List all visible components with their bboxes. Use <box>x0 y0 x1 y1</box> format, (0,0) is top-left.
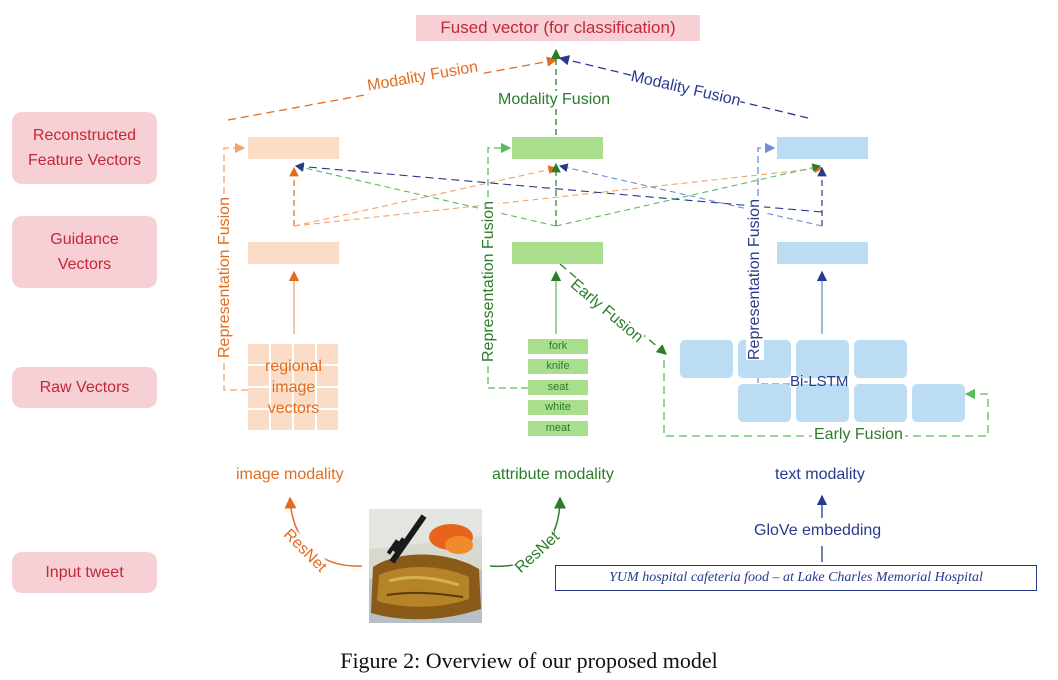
fused-vector-box: Fused vector (for classification) <box>416 15 700 41</box>
row-label-reconstructed-line2: Feature Vectors <box>28 152 141 169</box>
guidance-attr-to-text <box>555 163 822 227</box>
grid-cell <box>294 410 315 430</box>
bilstm-cell <box>796 384 849 422</box>
row-label-raw: Raw Vectors <box>12 367 157 408</box>
regional-image-vectors-label: regional image vectors <box>248 356 339 419</box>
representation-fusion-label-attribute: Representation Fusion <box>480 201 498 362</box>
bilstm-cell <box>912 384 965 422</box>
early-fusion-label-bottom: Early Fusion <box>812 426 905 444</box>
row-label-input-text: Input tweet <box>45 564 124 581</box>
row-label-reconstructed: Reconstructed Feature Vectors <box>12 112 157 184</box>
bilstm-label: Bi-LSTM <box>790 373 849 390</box>
grid-cell <box>248 410 269 430</box>
input-food-photo <box>369 509 482 623</box>
attribute-word-white: white <box>528 400 588 415</box>
attribute-modality-label: attribute modality <box>492 466 614 483</box>
bilstm-cell <box>854 384 907 422</box>
guidance-attr-to-image <box>294 163 557 227</box>
grid-cell <box>317 366 338 386</box>
reconstructed-vector-image <box>248 137 339 159</box>
grid-cell <box>271 344 292 364</box>
guidance-image-to-text <box>293 164 824 227</box>
grid-cell <box>248 344 269 364</box>
modality-fusion-arrow-text <box>558 55 809 119</box>
modality-fusion-label-attribute: Modality Fusion <box>498 91 611 109</box>
attribute-word-fork: fork <box>528 339 588 354</box>
guidance-vector-attribute <box>512 242 603 264</box>
row-label-raw-text: Raw Vectors <box>39 379 130 396</box>
grid-cell <box>317 410 338 430</box>
guidance-text-to-attr <box>558 163 823 227</box>
reconstructed-vector-attribute <box>512 137 603 159</box>
input-tweet-text-box: YUM hospital cafeteria food – at Lake Ch… <box>555 565 1037 591</box>
attribute-word-meat: meat <box>528 421 588 436</box>
row-label-guidance: Guidance Vectors <box>12 216 157 288</box>
row-label-reconstructed-line1: Reconstructed <box>32 127 137 144</box>
representation-fusion-label-text: Representation Fusion <box>746 199 764 360</box>
grid-cell <box>248 366 269 386</box>
representation-fusion-label-image: Representation Fusion <box>216 197 234 358</box>
reconstructed-vector-text <box>777 137 868 159</box>
row-label-guidance-line1: Guidance <box>50 231 119 248</box>
grid-label-line: image <box>271 379 316 396</box>
grid-label-line: vectors <box>267 400 320 417</box>
grid-cell <box>271 366 292 386</box>
figure-caption: Figure 2: Overview of our proposed model <box>340 648 718 673</box>
regional-image-grid: regional image vectors <box>248 344 339 432</box>
grid-label-line: regional <box>265 358 322 375</box>
glove-embedding-label: GloVe embedding <box>754 522 882 539</box>
bilstm-cell <box>738 384 791 422</box>
bilstm-cell <box>854 340 907 378</box>
attribute-word-seat: seat <box>528 380 588 395</box>
guidance-text-to-image <box>294 162 823 213</box>
image-modality-label: image modality <box>236 466 344 483</box>
grid-cell <box>317 388 338 408</box>
grid-cell <box>294 388 315 408</box>
row-label-input: Input tweet <box>12 552 157 593</box>
modality-fusion-arrow-image <box>227 56 558 121</box>
guidance-image-to-attr <box>293 165 558 227</box>
grid-cell <box>294 344 315 364</box>
grid-cell <box>317 344 338 364</box>
bilstm-cell <box>796 340 849 378</box>
grid-cell <box>271 388 292 408</box>
text-modality-label: text modality <box>775 466 865 483</box>
grid-cell <box>294 366 315 386</box>
guidance-vector-image <box>248 242 339 264</box>
grid-cell <box>248 388 269 408</box>
food-photo-illustration <box>369 509 482 623</box>
guidance-vector-text <box>777 242 868 264</box>
bilstm-cell <box>680 340 733 378</box>
early-fusion-bottom-loop <box>663 360 989 437</box>
attribute-word-knife: knife <box>528 359 588 374</box>
row-label-guidance-line2: Vectors <box>57 256 112 273</box>
grid-cell <box>271 410 292 430</box>
